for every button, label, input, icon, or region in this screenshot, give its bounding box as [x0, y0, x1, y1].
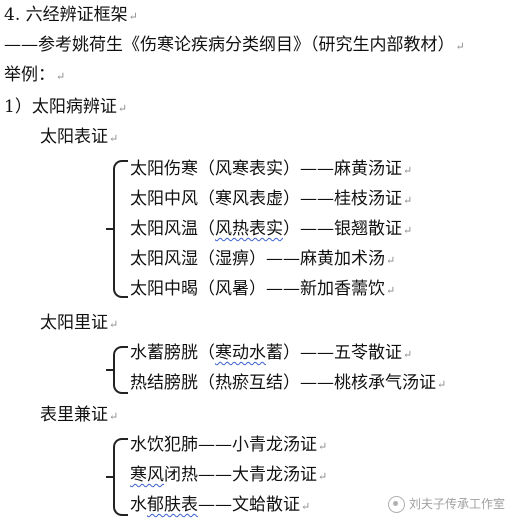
brace-interior	[106, 346, 128, 394]
paragraph-mark-icon: ↵	[386, 284, 396, 297]
paragraph-mark-icon: ↵	[109, 318, 119, 331]
group-heading-exterior: 太阳表证↵	[40, 127, 119, 147]
subsection-heading: 1）太阳病辨证↵	[4, 97, 128, 117]
paragraph-mark-icon: ↵	[318, 440, 328, 453]
paragraph-mark-icon: ↵	[386, 254, 396, 267]
paragraph-mark-icon: ↵	[109, 132, 119, 145]
paragraph-mark-icon: ↵	[403, 224, 413, 237]
paragraph-mark-icon: ↵	[56, 70, 66, 83]
paragraph-mark-icon: ↵	[109, 410, 119, 423]
paragraph-mark-icon: ↵	[403, 194, 413, 207]
paragraph-mark-icon: ↵	[318, 470, 328, 483]
list-item: 太阳中暍（风暑）——新加香薷饮↵	[130, 279, 396, 299]
list-item: 寒风闭热——大青龙汤证↵	[130, 465, 328, 485]
reference-line: ——参考姚荷生《伤寒论疾病分类纲目》（研究生内部教材）↵	[4, 35, 465, 55]
example-label: 举例：↵	[4, 65, 66, 85]
list-item: 太阳中风（寒风表虚）——桂枝汤证↵	[130, 189, 413, 209]
group-heading-combined: 表里兼证↵	[40, 405, 119, 425]
wechat-official-account-icon	[388, 496, 405, 513]
list-item: 太阳伤寒（风寒表实）——麻黄汤证↵	[130, 159, 413, 179]
paragraph-mark-icon: ↵	[403, 348, 413, 361]
list-item: 太阳风湿（湿痹）——麻黄加术汤↵	[130, 249, 396, 269]
group-heading-interior: 太阳里证↵	[40, 313, 119, 333]
list-item: 水饮犯肺——小青龙汤证↵	[130, 435, 328, 455]
paragraph-mark-icon: ↵	[455, 40, 465, 53]
section-heading: 4. 六经辨证框架↵	[4, 5, 138, 25]
paragraph-mark-icon: ↵	[117, 102, 128, 115]
paragraph-mark-icon: ↵	[128, 10, 138, 23]
paragraph-mark-icon: ↵	[301, 500, 311, 513]
list-item: 水蓄膀胱（寒动水蓄）——五苓散证↵	[130, 343, 413, 363]
brace-exterior	[106, 160, 128, 298]
paragraph-mark-icon: ↵	[403, 164, 413, 177]
list-item: 太阳风温（风热表实）——银翘散证↵	[130, 219, 413, 239]
brace-combined	[106, 438, 128, 516]
list-item: 热结膀胱（热瘀互结）——桃核承气汤证↵	[130, 373, 447, 393]
list-item: 水郁肤表——文蛤散证↵	[130, 495, 311, 515]
paragraph-mark-icon: ↵	[437, 378, 447, 391]
watermark: 刘夫子传承工作室	[388, 495, 505, 513]
